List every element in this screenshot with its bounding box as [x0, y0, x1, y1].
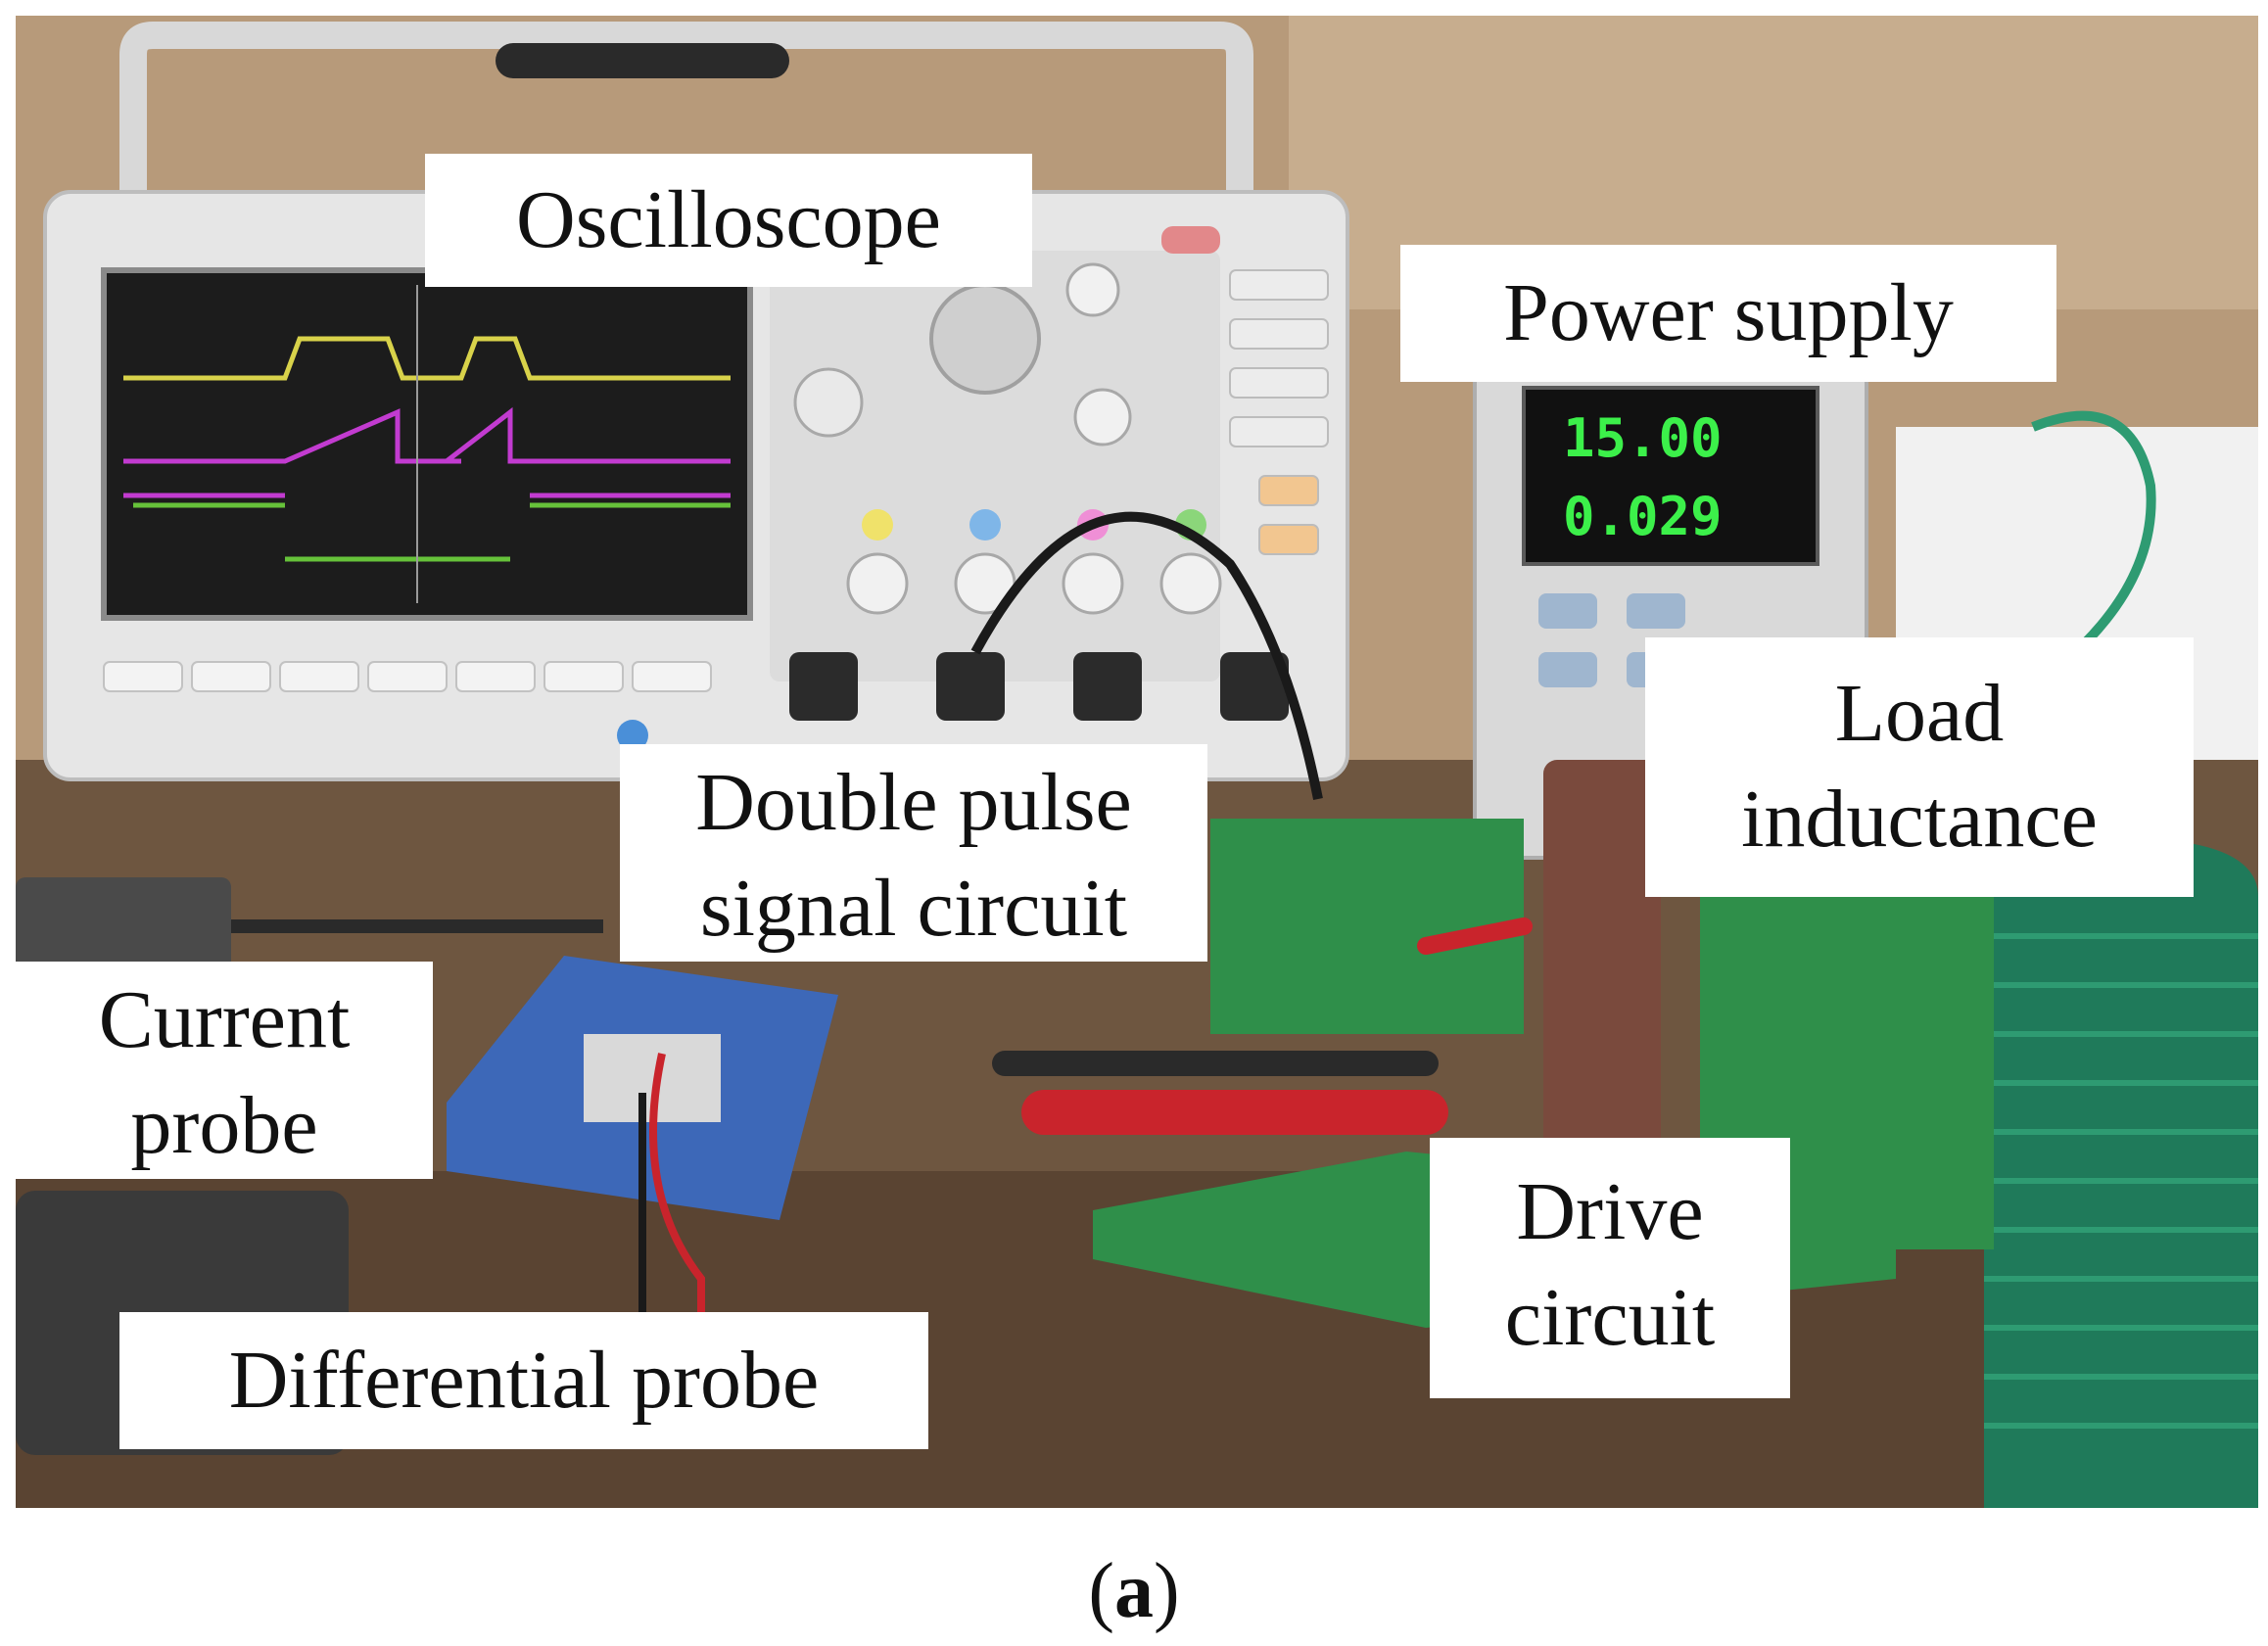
- label-differential-probe: Differential probe: [119, 1312, 928, 1449]
- figure-caption: (a): [0, 1542, 2268, 1640]
- label-current-probe-line1: Current: [98, 974, 351, 1065]
- current-readout: 0.029: [1563, 486, 1723, 547]
- label-double-pulse-line2: signal circuit: [699, 863, 1128, 954]
- label-current-probe: Current probe: [16, 962, 433, 1179]
- double-pulse-signal-board: [447, 956, 838, 1220]
- label-load-inductance: Load inductance: [1645, 637, 2194, 897]
- label-current-probe-line2: probe: [130, 1080, 318, 1171]
- label-load-inductance-line2: inductance: [1741, 774, 2098, 865]
- label-oscilloscope: Oscilloscope: [425, 154, 1032, 287]
- label-drive-circuit-line2: circuit: [1504, 1272, 1716, 1363]
- label-power-supply-text: Power supply: [1503, 267, 1954, 358]
- capacitor: [1543, 760, 1661, 1152]
- label-power-supply: Power supply: [1400, 245, 2056, 382]
- caption-open: (: [1088, 1548, 1114, 1634]
- label-drive-circuit-line1: Drive: [1516, 1166, 1704, 1257]
- oscilloscope-device: [43, 22, 1349, 781]
- label-oscilloscope-text: Oscilloscope: [516, 174, 941, 265]
- label-drive-circuit: Drive circuit: [1430, 1138, 1790, 1398]
- oscilloscope-screen: [101, 267, 753, 621]
- label-double-pulse-line1: Double pulse: [695, 757, 1132, 848]
- label-load-inductance-line1: Load: [1834, 668, 2005, 759]
- caption-close: ): [1154, 1548, 1180, 1634]
- label-double-pulse-signal-circuit: Double pulse signal circuit: [620, 744, 1207, 962]
- caption-letter: a: [1114, 1548, 1154, 1634]
- probe-cables: [212, 511, 1533, 1387]
- voltage-readout: 15.00: [1563, 407, 1723, 469]
- label-differential-probe-text: Differential probe: [228, 1335, 820, 1426]
- load-inductance-coil: [1783, 410, 2258, 1508]
